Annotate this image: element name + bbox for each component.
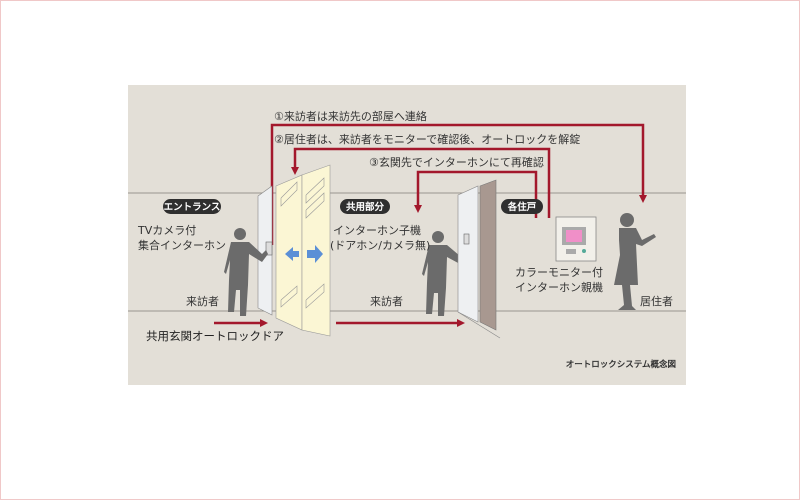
door-intercom-icon [463, 233, 470, 245]
tv-intercom-icon [265, 241, 273, 256]
resident-silhouette [614, 213, 656, 310]
zone-badge-entrance: エントランス [163, 199, 221, 214]
monitor-label-2: インターホン親機 [515, 280, 603, 294]
step3-text: ③玄関先でインターホンにて再確認 [369, 155, 544, 169]
zone-label-unit: 各住戸 [507, 201, 537, 213]
step2-text: ②居住者は、来訪者をモニターで確認後、オートロックを解錠 [274, 132, 580, 146]
visitor-silhouette-1 [224, 228, 268, 316]
route-step2 [291, 147, 551, 218]
zone-label-entrance: エントランス [164, 202, 221, 213]
visitor-label-2: 来訪者 [370, 294, 403, 308]
visitor-label-1: 来訪者 [186, 294, 219, 308]
monitor-label-1: カラーモニター付 [515, 266, 603, 279]
autolock-door-label: 共用玄関オートロックドア [146, 329, 284, 343]
zone-badge-unit: 各住戸 [501, 199, 543, 214]
tv-intercom-label-2: 集合インターホン [138, 238, 226, 252]
diagram-caption: オートロックシステム概念図 [566, 359, 676, 370]
sub-intercom-label-1: インターホン子機 [333, 223, 421, 237]
route-step3 [414, 170, 538, 218]
sub-intercom-label-2: (ドアホン/カメラ無) [330, 238, 430, 252]
tv-intercom-label-1: TVカメラ付 [137, 224, 196, 237]
door-swing-line [457, 311, 501, 339]
entrance-wall [257, 185, 273, 316]
slide-arrows-icon [285, 245, 323, 263]
monitor-intercom-icon [555, 216, 597, 262]
unit-door-frame [457, 185, 479, 323]
zone-badge-common: 共用部分 [340, 199, 390, 214]
glass-hatching [280, 177, 325, 309]
route-step1 [270, 123, 647, 245]
visitor-silhouette-2 [422, 231, 466, 316]
unit-door [479, 179, 497, 331]
step1-text: ①来訪者は来訪先の部屋へ連絡 [274, 109, 427, 123]
zone-label-common: 共用部分 [346, 201, 385, 213]
resident-label: 居住者 [640, 294, 673, 308]
